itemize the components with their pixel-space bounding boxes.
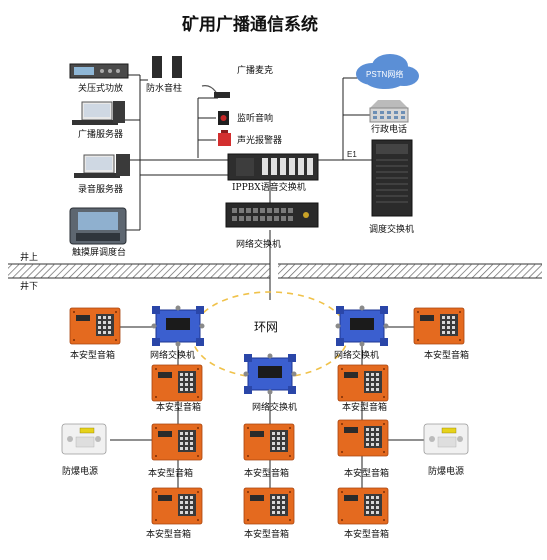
speaker-box-7 — [337, 419, 389, 457]
dispatch-switch-device — [371, 139, 413, 217]
speaker-box-3-label: 本安型音箱 — [156, 401, 201, 413]
speaker-pole-device — [152, 56, 182, 78]
below-ground-label: 井下 — [20, 280, 38, 292]
monitor-speaker-label: 监听音响 — [237, 112, 273, 124]
power-supply-left — [61, 423, 107, 455]
pstn-cloud-icon — [356, 54, 419, 89]
underground-switch-right-label: 网络交换机 — [334, 349, 379, 361]
recording-server-device — [74, 154, 130, 178]
amplifier-label: 关压式功放 — [78, 82, 123, 94]
speaker-pole-label: 防水音柱 — [146, 82, 182, 94]
network-switch-label: 网络交换机 — [236, 238, 281, 250]
diagram-title: 矿用广播通信系统 — [182, 14, 318, 35]
broadcast-server-device — [72, 101, 125, 125]
microphone-label: 广播麦克 — [237, 64, 273, 76]
underground-switch-left — [151, 305, 205, 347]
speaker-box-9-label: 本安型音箱 — [244, 528, 289, 540]
speaker-box-2 — [413, 307, 465, 345]
power-supply-right — [423, 423, 469, 455]
recording-server-label: 录音服务器 — [78, 183, 123, 195]
touch-console-label: 触摸屏调度台 — [72, 246, 126, 258]
amplifier-device — [69, 63, 129, 79]
alarm-device — [218, 130, 231, 146]
power-supply-left-label: 防爆电源 — [62, 465, 98, 477]
speaker-box-8-label: 本安型音箱 — [146, 528, 191, 540]
speaker-box-7-label: 本安型音箱 — [344, 467, 389, 479]
speaker-box-2-label: 本安型音箱 — [424, 349, 469, 361]
power-supply-right-label: 防爆电源 — [428, 465, 464, 477]
speaker-box-5 — [151, 423, 203, 461]
admin-phone-device — [369, 100, 409, 123]
touch-console-device — [69, 207, 127, 245]
speaker-box-6 — [243, 423, 295, 461]
pstn-cloud-label: PSTN网络 — [366, 69, 403, 79]
underground-switch-center — [243, 353, 297, 395]
speaker-box-6-label: 本安型音箱 — [244, 467, 289, 479]
underground-switch-left-label: 网络交换机 — [150, 349, 195, 361]
ippbx-device — [227, 153, 319, 181]
network-switch-device — [225, 202, 319, 228]
ippbx-label: IPPBX语音交换机 — [232, 181, 306, 193]
microphone-device — [201, 85, 230, 98]
speaker-box-5-label: 本安型音箱 — [148, 467, 193, 479]
underground-switch-right — [335, 305, 389, 347]
speaker-box-4-label: 本安型音箱 — [342, 401, 387, 413]
admin-phone-label: 行政电话 — [371, 123, 407, 135]
speaker-box-9 — [243, 487, 295, 525]
alarm-label: 声光报警器 — [237, 134, 282, 146]
speaker-box-8 — [151, 487, 203, 525]
speaker-box-1 — [69, 307, 121, 345]
dispatch-switch-label: 调度交换机 — [369, 223, 414, 235]
monitor-speaker-device — [218, 111, 229, 125]
ground-divider — [8, 263, 542, 279]
speaker-box-3 — [151, 364, 203, 402]
speaker-box-10-label: 本安型音箱 — [344, 528, 389, 540]
underground-switch-center-label: 网络交换机 — [252, 401, 297, 413]
above-ground-label: 井上 — [20, 251, 38, 263]
ring-label: 环网 — [254, 320, 278, 334]
speaker-box-4 — [337, 364, 389, 402]
speaker-box-10 — [337, 487, 389, 525]
speaker-box-1-label: 本安型音箱 — [70, 349, 115, 361]
e1-link-label: E1 — [347, 150, 357, 159]
broadcast-server-label: 广播服务器 — [78, 128, 123, 140]
